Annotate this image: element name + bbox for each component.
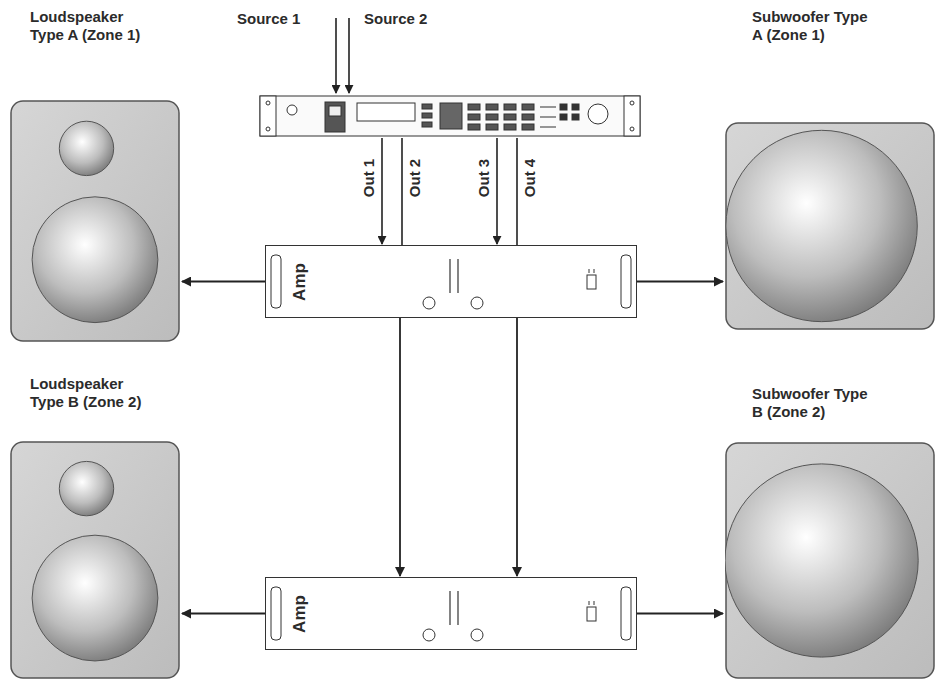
loudspeaker-cabinet: Loudspeaker Type A (Zone 1)	[10, 8, 180, 342]
speaker-heading: Loudspeaker Type A (Zone 1)	[30, 8, 148, 44]
signal-arrow	[637, 281, 723, 283]
signal-arrow	[182, 613, 265, 615]
signal-arrow	[637, 613, 723, 615]
amp-label: Amp	[290, 595, 310, 633]
source-label: Source 1	[237, 10, 300, 28]
signal-arrow	[182, 281, 265, 283]
speaker-heading: Loudspeaker Type B (Zone 2)	[30, 375, 148, 411]
signal-arrow	[516, 318, 518, 576]
subwoofer-cabinet: Subwoofer Type B (Zone 2)	[725, 385, 935, 679]
speaker-drawing	[10, 441, 180, 679]
source-wire	[335, 18, 337, 93]
signal-arrow	[399, 318, 401, 576]
source-wire	[348, 18, 350, 93]
output-wire	[516, 138, 518, 245]
loudspeaker-cabinet: Loudspeaker Type B (Zone 2)	[10, 375, 180, 679]
source-label: Source 2	[364, 10, 427, 28]
speaker-heading: Subwoofer Type B (Zone 2)	[752, 385, 870, 421]
processor-unit	[260, 96, 640, 136]
subwoofer-drawing	[725, 442, 935, 679]
amp-label: Amp	[290, 263, 310, 301]
amplifier-unit: Amp	[265, 245, 637, 318]
output-wire	[381, 138, 383, 244]
output-wire	[496, 138, 498, 244]
speaker-heading: Subwoofer Type A (Zone 1)	[752, 8, 870, 44]
speaker-drawing	[10, 100, 180, 342]
output-label: Out 2	[406, 157, 424, 199]
amplifier-unit: Amp	[265, 577, 637, 650]
subwoofer-cabinet: Subwoofer Type A (Zone 1)	[725, 8, 935, 330]
output-label: Out 1	[360, 157, 378, 199]
output-label: Out 4	[521, 157, 539, 199]
subwoofer-drawing	[725, 122, 935, 330]
output-label: Out 3	[475, 157, 493, 199]
output-wire	[401, 138, 403, 245]
